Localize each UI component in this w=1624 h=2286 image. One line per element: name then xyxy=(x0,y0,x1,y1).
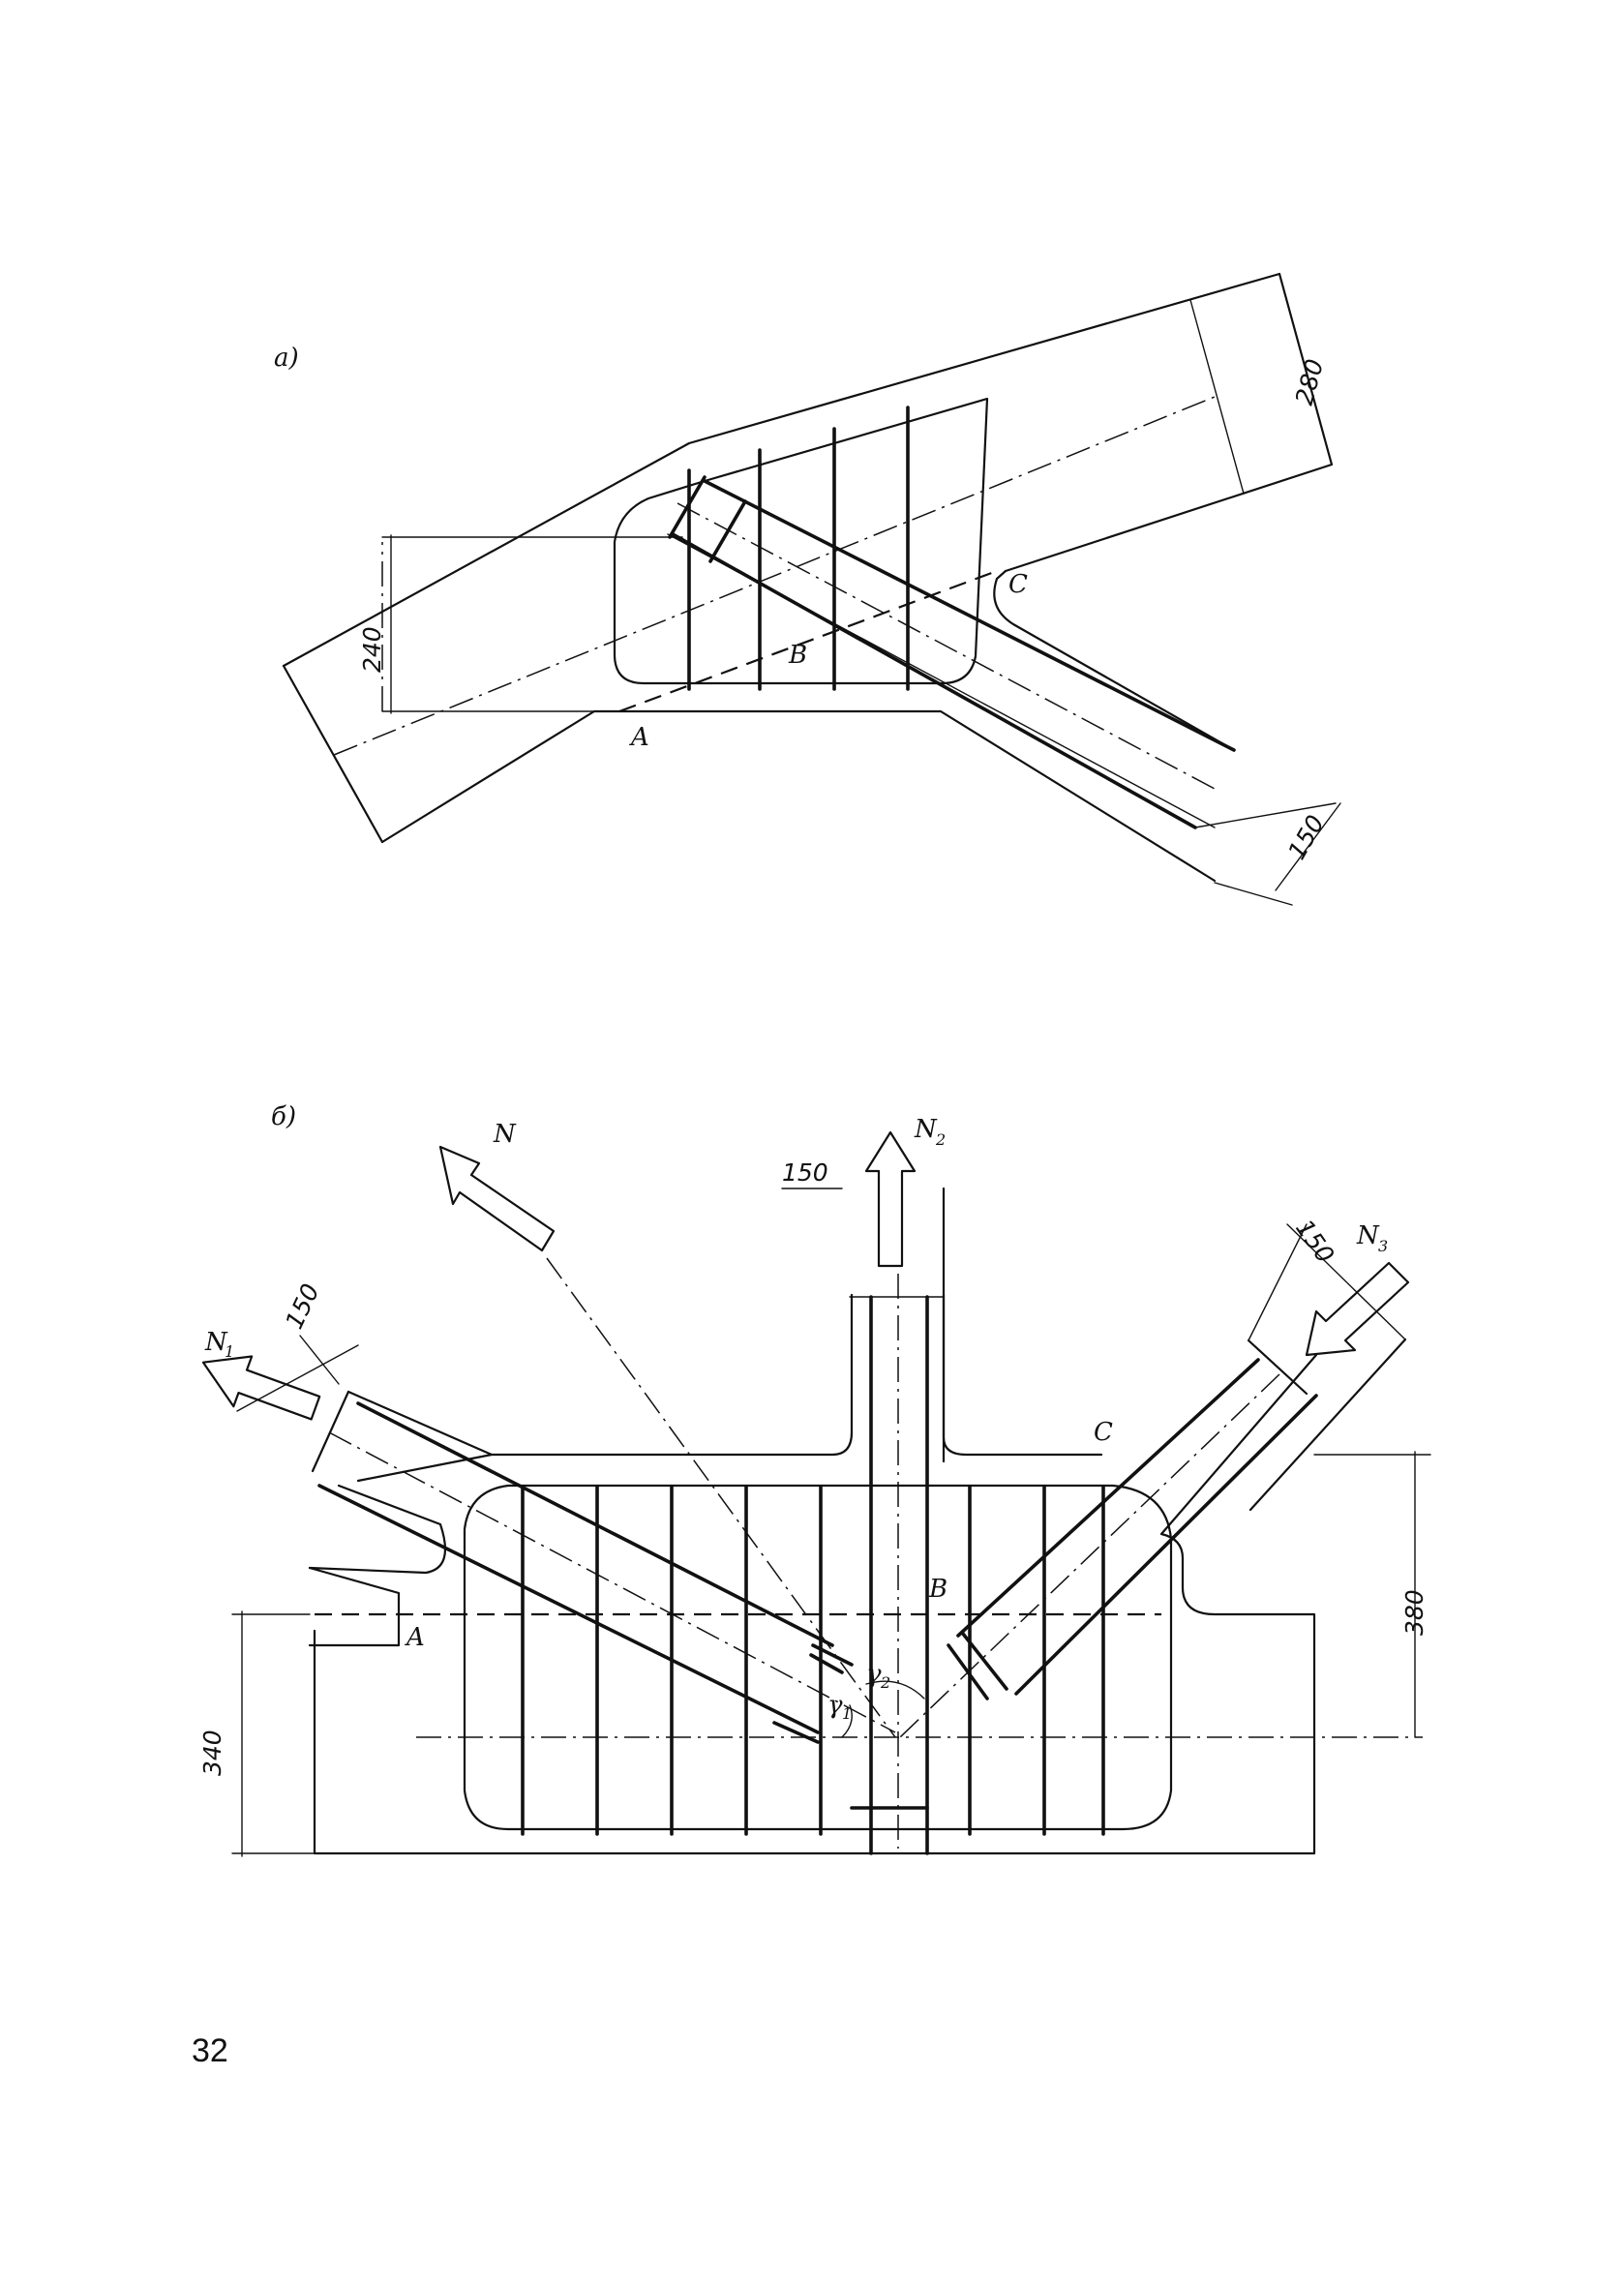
figure-b-resultant-line xyxy=(546,1257,896,1738)
force-arrow-n xyxy=(438,1145,556,1252)
figure-b-gusset-outline xyxy=(308,1187,1407,1855)
figure-a-dim-150: 150 xyxy=(1282,810,1330,864)
figure-a-point-b: B xyxy=(788,641,807,670)
force-label-n2-sub: 2 xyxy=(935,1130,946,1149)
figure-b-angle-arc-2 xyxy=(865,1680,925,1699)
figure-a-point-c: C xyxy=(1008,570,1028,599)
figure-b-vertical-bars xyxy=(521,1485,1105,1836)
force-label-n3: N xyxy=(1356,1221,1380,1250)
figure-a-line-abc xyxy=(618,569,998,713)
angle-label-gamma2: γ xyxy=(866,1660,882,1689)
figure-b-dim-380: 380 xyxy=(1400,1589,1429,1636)
figure-b-gusset-top-edge xyxy=(356,1293,1103,1483)
figure-b-panel-label: б) xyxy=(271,1102,296,1131)
figure-b-point-b: B xyxy=(928,1575,947,1604)
figure-b-left-lobe xyxy=(308,1484,447,1575)
figure-a-gusset-outline xyxy=(282,272,1281,883)
angle-label-gamma2-sub: 2 xyxy=(880,1673,890,1692)
figure-b-dimension-lines xyxy=(231,1188,1431,1857)
angle-label-gamma1-sub: 1 xyxy=(842,1704,852,1723)
figure-a-dim-240: 240 xyxy=(358,626,386,673)
page-number: 32 xyxy=(192,2032,228,2069)
angle-label-gamma1: γ xyxy=(827,1691,843,1720)
figure-b-dim-340: 340 xyxy=(198,1730,226,1776)
force-label-n: N xyxy=(493,1120,517,1149)
figure-b-point-a: A xyxy=(405,1623,425,1652)
figure-b-vertical-member xyxy=(849,1190,945,1855)
figure-b-dim-150-left: 150 xyxy=(280,1279,324,1334)
force-arrow-n3 xyxy=(1305,1261,1410,1357)
figure-b-inner-plate xyxy=(463,1484,1173,1831)
figure-a-diagonal-member xyxy=(667,475,1236,829)
force-label-n2: N xyxy=(914,1115,938,1144)
figure-a-centre-lines xyxy=(333,396,1216,790)
figure-a-dim-280: 280 xyxy=(1290,356,1329,408)
force-arrow-n1 xyxy=(201,1355,321,1421)
force-arrow-n2 xyxy=(864,1130,917,1268)
figure-b-dim-150-top: 150 xyxy=(782,1158,828,1187)
figure-a-upper-member xyxy=(282,272,1334,844)
force-label-n1-sub: 1 xyxy=(225,1342,234,1361)
force-label-n3-sub: 3 xyxy=(1378,1237,1388,1255)
figure-a-inner-plate xyxy=(613,397,989,685)
figure-b: б) xyxy=(198,1102,1431,1857)
figure-b-right-diagonal-member xyxy=(899,1339,1318,1738)
figure-b-left-diagonal-member xyxy=(311,1390,896,1744)
figure-a-point-a: A xyxy=(629,723,649,752)
force-label-n1: N xyxy=(204,1328,228,1357)
figure-b-angle-arc-1 xyxy=(841,1704,853,1738)
figure-a-dimension-lines xyxy=(381,299,1341,906)
figure-b-point-c: C xyxy=(1094,1418,1113,1447)
figure-a: а) xyxy=(274,272,1341,906)
figure-a-panel-label: а) xyxy=(274,344,299,373)
